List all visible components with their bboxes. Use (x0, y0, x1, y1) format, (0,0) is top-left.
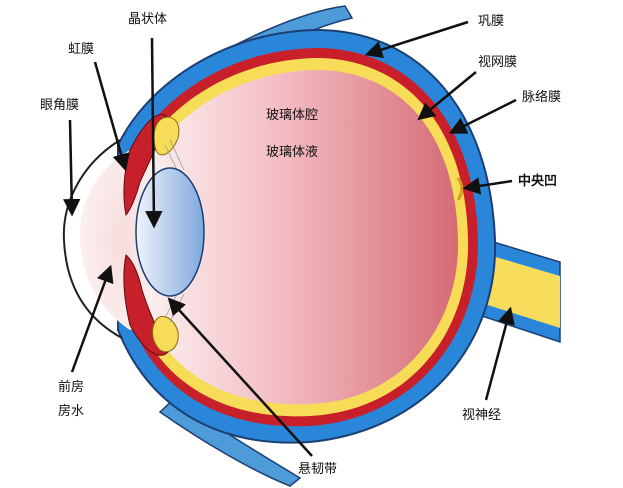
arrow-anterior-chamber (70, 264, 114, 373)
label-choroid: 脉络膜 (522, 90, 562, 105)
arrow-zonule (167, 297, 313, 457)
arrow-sclera (364, 20, 469, 59)
arrow-retina (417, 71, 477, 121)
fovea-notch (456, 177, 464, 201)
arrow-iris (93, 61, 130, 172)
label-sclera: 巩膜 (478, 14, 505, 29)
label-cornea: 眼角膜 (40, 98, 80, 113)
lens (135, 167, 205, 297)
label-iris: 虹膜 (68, 42, 95, 57)
label-fovea: 中央凹 (518, 174, 558, 189)
arrow-fovea (462, 177, 513, 195)
ciliary-lower (152, 316, 179, 353)
label-vitreous-cavity: 玻璃体腔 (266, 108, 319, 123)
arrow-cornea (62, 119, 81, 217)
label-retina: 视网膜 (478, 55, 518, 70)
label-zonule: 悬韧带 (298, 462, 338, 477)
label-optic-nerve: 视神经 (462, 408, 502, 423)
arrow-optic-nerve (484, 306, 515, 401)
label-lens: 晶状体 (128, 12, 168, 27)
label-aqueous-humor: 房水 (58, 404, 85, 419)
label-anterior-chamber: 前房 (58, 380, 85, 395)
vitreous-body (150, 70, 459, 405)
arrow-choroid (448, 98, 517, 134)
label-vitreous-humor: 玻璃体液 (266, 145, 319, 160)
arrow-lens (145, 37, 163, 229)
